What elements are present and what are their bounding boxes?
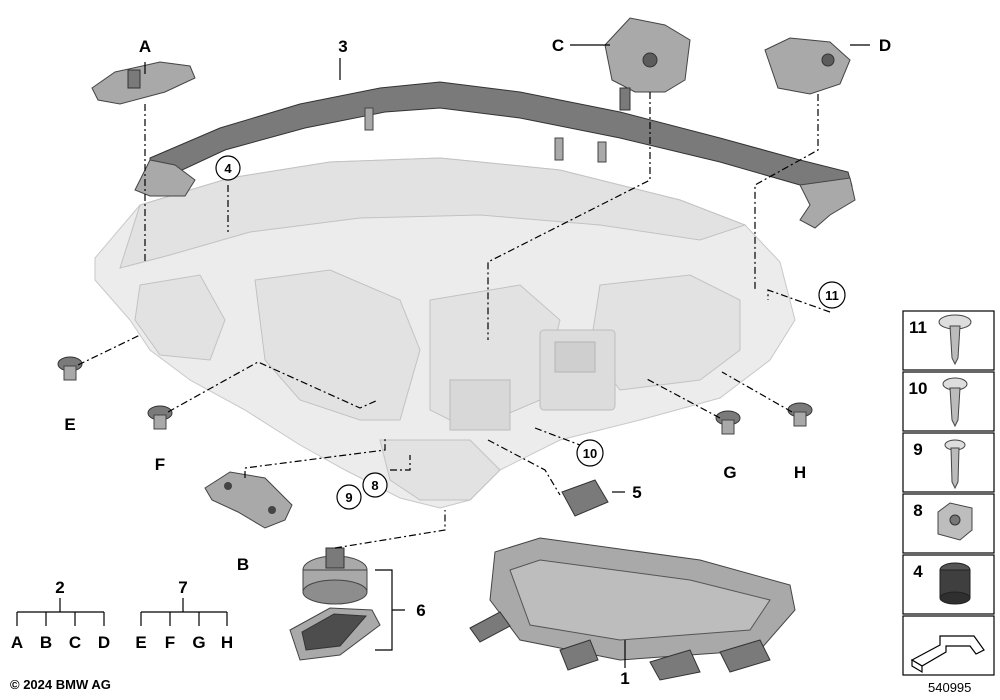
tree-2-leaf-d: D <box>98 633 110 652</box>
callout-d: D <box>879 36 891 55</box>
tree-7-leaf-f: F <box>165 633 175 652</box>
callout-8: 8 <box>371 478 378 493</box>
tree-7: 7 E F G H <box>135 578 233 652</box>
callout-g: G <box>723 463 736 482</box>
callout-11: 11 <box>825 288 839 303</box>
tree-2-leaf-a: A <box>11 633 23 652</box>
tree-2-root: 2 <box>55 578 64 597</box>
pin-g <box>715 410 741 435</box>
screw-washer-icon <box>942 377 968 428</box>
pin-e <box>57 356 83 381</box>
callout-9: 9 <box>345 490 352 505</box>
bracket-a <box>91 61 196 105</box>
callout-10: 10 <box>583 446 597 461</box>
bracket-d <box>764 37 851 95</box>
solid-leaders <box>144 44 870 668</box>
tree-2-leaf-c: C <box>69 633 81 652</box>
side-parts-panel: 11 10 9 8 4 <box>902 310 995 676</box>
callout-3: 3 <box>338 37 347 56</box>
callout-b: B <box>237 555 249 574</box>
panel-number-4: 4 <box>913 562 923 581</box>
callout-5: 5 <box>632 483 641 502</box>
screw-flat-head-icon <box>938 314 972 366</box>
tree-7-root: 7 <box>178 578 187 597</box>
headlight-housing-ghost <box>94 157 796 509</box>
callout-labels: A 3 C D E F G H B 5 6 1 4 11 10 8 9 <box>64 36 891 688</box>
tree-7-leaf-g: G <box>192 633 205 652</box>
support-bracket-part-3 <box>134 81 856 229</box>
callout-6: 6 <box>416 601 425 620</box>
callout-e: E <box>64 415 75 434</box>
callout-c: C <box>552 36 564 55</box>
callout-h: H <box>794 463 806 482</box>
tree-2: 2 A B C D <box>11 578 110 652</box>
callout-1: 1 <box>620 669 629 688</box>
clip-nut-icon <box>937 502 973 541</box>
copyright: © 2024 BMW AG <box>10 677 111 692</box>
tree-7-leaf-h: H <box>221 633 233 652</box>
callout-f: F <box>155 455 165 474</box>
pin-h <box>787 402 813 427</box>
diagram-number: 540995 <box>928 680 972 695</box>
screw-tapping-icon <box>944 439 966 490</box>
module-part-6 <box>289 547 381 661</box>
arrow-icon <box>910 635 985 674</box>
grommet-nut-icon <box>939 562 971 605</box>
tree-7-leaf-e: E <box>135 633 146 652</box>
panel-number-8: 8 <box>913 501 922 520</box>
carrier-part-1 <box>469 537 796 681</box>
leader-lines <box>77 92 831 549</box>
callout-a: A <box>139 37 151 56</box>
bracket-c <box>604 17 691 111</box>
bracket-b <box>204 471 293 529</box>
callout-4: 4 <box>224 161 232 176</box>
tree-2-leaf-b: B <box>40 633 52 652</box>
panel-number-11: 11 <box>909 318 927 337</box>
pin-f <box>147 405 173 430</box>
panel-number-9: 9 <box>913 440 922 459</box>
panel-number-10: 10 <box>909 379 928 398</box>
pad-part-5 <box>561 479 609 517</box>
